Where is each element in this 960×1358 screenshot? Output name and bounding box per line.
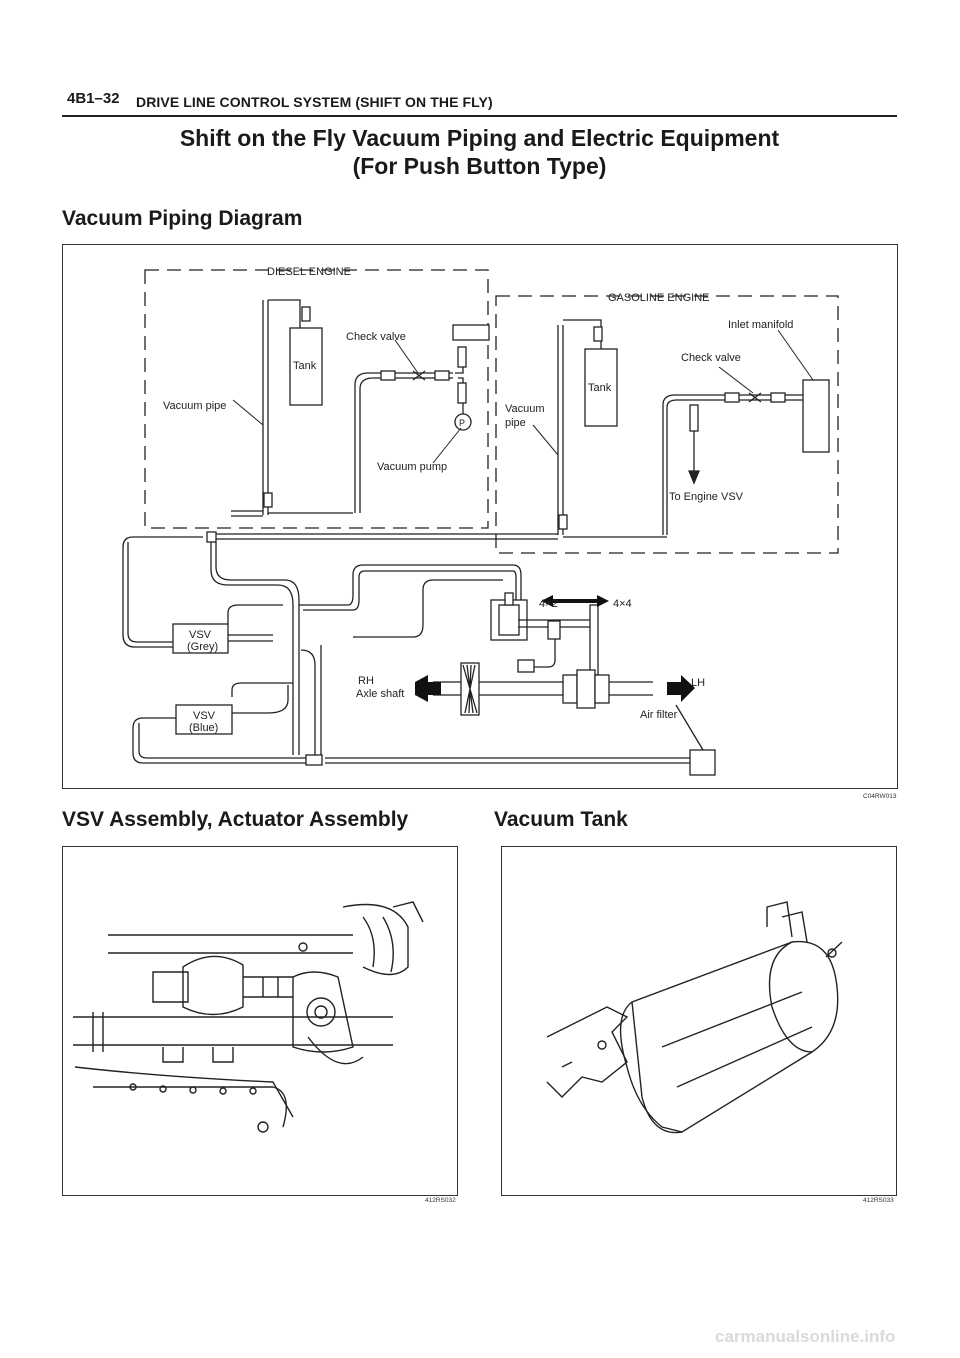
section-code: 4B1–32	[67, 90, 120, 107]
vacuum-pump-label: Vacuum pump	[377, 461, 447, 473]
vacuum-tank-code: 412RS033	[863, 1197, 894, 1204]
vacuum-tank-drawing	[546, 901, 843, 1134]
page-title-line2: (For Push Button Type)	[352, 153, 607, 179]
diesel-engine-label: DIESEL ENGINE	[267, 266, 351, 278]
lh-label: LH	[691, 677, 705, 689]
vacuum-tank-figure	[501, 846, 897, 1196]
inlet-manifold	[802, 379, 830, 453]
air-filter	[689, 749, 716, 776]
vsv-grey-label-1: VSV	[189, 629, 212, 641]
vsv-blue	[175, 704, 233, 735]
vsv-assembly-figure	[62, 846, 458, 1196]
to-engine-vsv-label: To Engine VSV	[669, 491, 744, 503]
header-divider	[62, 115, 897, 117]
page-title-line1: Shift on the Fly Vacuum Piping and Elect…	[179, 125, 780, 151]
lh-arrow	[667, 675, 695, 702]
axle-shaft-label: Axle shaft	[356, 688, 404, 700]
vsv-assembly-heading: VSV Assembly, Actuator Assembly	[62, 808, 409, 831]
diesel-reservoir	[452, 324, 490, 341]
diesel-tank-label: Tank	[293, 360, 317, 372]
rh-arrow	[415, 675, 441, 702]
vacuum-diagram-code: C04RW013	[863, 793, 897, 800]
vsv-blue-label-2: (Blue)	[189, 722, 218, 734]
gasoline-tank-label: Tank	[588, 382, 612, 394]
vsv-blue-label-1: VSV	[193, 710, 216, 722]
section-title: DRIVE LINE CONTROL SYSTEM (SHIFT ON THE …	[136, 94, 493, 110]
rh-label: RH	[358, 675, 374, 687]
vacuum-diagram-heading: Vacuum Piping Diagram	[62, 207, 303, 230]
shift-arrow	[541, 595, 609, 607]
gasoline-check-valve-label: Check valve	[681, 352, 741, 364]
watermark: carmanualsonline.info	[715, 1327, 896, 1346]
vsv-grey-label-2: (Grey)	[187, 641, 218, 653]
gasoline-engine-boundary	[495, 295, 839, 554]
diesel-engine-boundary	[144, 269, 489, 529]
gasoline-vacuum-pipe-label-2: pipe	[505, 417, 526, 429]
vsv-assembly-drawing	[73, 901, 424, 1133]
inlet-manifold-label: Inlet manifold	[728, 319, 793, 331]
mode-4x2-label: 4×2	[539, 598, 558, 610]
vsv-grey	[172, 623, 229, 654]
air-filter-label: Air filter	[640, 709, 678, 721]
vacuum-tank-heading: Vacuum Tank	[494, 808, 628, 831]
gasoline-vacuum-pipe-label-1: Vacuum	[505, 403, 545, 415]
mode-4x4-label: 4×4	[613, 598, 632, 610]
vacuum-piping-svg: DIESEL ENGINE GASOLINE ENGINE Tank Tank …	[122, 266, 839, 776]
pump-symbol: P	[459, 418, 465, 428]
tank-body	[631, 940, 839, 1134]
vsv-assembly-code: 412RS032	[425, 1197, 456, 1204]
vacuum-piping-diagram: DIESEL ENGINE GASOLINE ENGINE Tank Tank …	[62, 244, 898, 789]
page-title: Shift on the Fly Vacuum Piping and Elect…	[62, 124, 897, 180]
diesel-tank	[289, 327, 323, 406]
diesel-vacuum-pipe-label: Vacuum pipe	[163, 400, 226, 412]
gasoline-engine-label: GASOLINE ENGINE	[608, 292, 709, 304]
diesel-check-valve-label: Check valve	[346, 331, 406, 343]
